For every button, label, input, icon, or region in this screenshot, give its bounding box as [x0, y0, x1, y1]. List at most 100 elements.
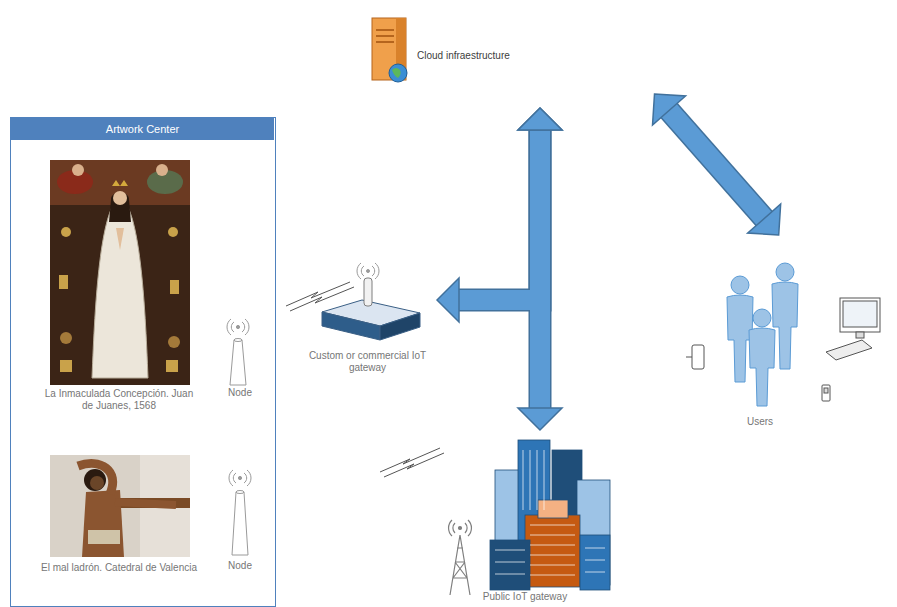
arrow-shaft	[530, 129, 550, 409]
router-icon-part	[357, 263, 379, 279]
sensor-node-icon-part	[234, 339, 242, 342]
antenna-tower	[449, 520, 472, 595]
arrow-head	[518, 108, 562, 130]
device-icons-part	[840, 298, 880, 332]
sensor-node-icon-part	[236, 491, 244, 494]
node-label: Custom or commercial IoT gateway	[300, 350, 435, 374]
city-buildings	[490, 440, 610, 590]
city-buildings-part-part	[544, 450, 545, 510]
painting-inmaculada-part	[72, 164, 84, 176]
painting-mal-ladron-part	[78, 464, 113, 494]
users-icon-part	[731, 276, 749, 294]
arrow-head	[748, 204, 781, 235]
device-icons-part	[692, 345, 704, 369]
painting-inmaculada-part	[168, 227, 178, 237]
sensor-node: Node	[216, 313, 266, 403]
city-buildings-part	[490, 540, 530, 590]
city-buildings-part-part	[523, 450, 524, 510]
painting-inmaculada-part	[168, 336, 180, 348]
arrow-shaft-outline	[529, 129, 552, 409]
sensor-node: Node	[216, 466, 266, 576]
painting-inmaculada-part	[60, 360, 72, 372]
city-buildings-part	[538, 500, 568, 518]
server-icon-part	[376, 29, 394, 31]
node-label: Node	[216, 560, 264, 572]
city-buildings-part-part	[585, 572, 605, 573]
painting-inmaculada-part	[50, 160, 190, 205]
users-icon-part	[772, 282, 798, 369]
painting-inmaculada-part	[170, 280, 179, 294]
city-buildings-part-part	[530, 450, 531, 510]
connector-group	[437, 94, 781, 430]
artwork-item: El mal ladrón. Catedral de Valencia	[39, 451, 201, 596]
server-icon-part	[376, 35, 394, 37]
node-label: La Inmaculada Concepción. Juan de Juanes…	[39, 388, 199, 412]
city-buildings-part-part	[530, 525, 575, 526]
painting-inmaculada-part	[59, 275, 68, 289]
server-icon-part	[389, 64, 407, 82]
users-icon-part	[753, 309, 771, 327]
city-buildings-part-part	[585, 548, 605, 549]
server-icon-part	[376, 41, 394, 43]
device-icons-part	[826, 340, 872, 360]
connector-group	[458, 110, 765, 409]
router-icon-part	[380, 313, 420, 340]
router-icon	[322, 263, 420, 340]
wireless-symbol	[286, 282, 444, 477]
arrow-shaft-outline	[668, 110, 764, 219]
public-gateway: Public IoT gateway	[430, 430, 622, 607]
iot-gateway: Custom or commercial IoT gateway	[300, 262, 437, 387]
device-icons-part	[856, 332, 864, 338]
painting-inmaculada-part	[112, 180, 128, 186]
sensor-node-icon-part	[229, 470, 251, 486]
city-buildings-part	[580, 535, 610, 590]
sensor-node-icon-part	[236, 325, 239, 328]
router-icon-part-part	[357, 263, 379, 279]
arrow-head	[437, 278, 459, 322]
painting-inmaculada-part	[61, 227, 71, 237]
wireless-symbol-part	[384, 453, 444, 477]
arrow-shaft	[668, 110, 764, 219]
node-label: Node	[216, 387, 264, 399]
arrow-shaft	[458, 129, 540, 300]
sensor-node-icon	[227, 319, 249, 385]
painting-inmaculada-part	[50, 160, 190, 385]
router-icon-part-part	[367, 270, 370, 273]
city-buildings-part-part	[585, 560, 605, 561]
artwork-item: La Inmaculada Concepción. Juan de Juanes…	[39, 156, 201, 431]
painting-inmaculada	[50, 160, 190, 385]
device-icons-part	[843, 301, 877, 327]
painting-inmaculada-part	[166, 360, 178, 372]
artwork-center-panel: Artwork Center La Inmaculada Concepción. …	[10, 117, 276, 607]
painting-inmaculada-part	[116, 228, 124, 250]
node-label: Artwork Center	[11, 118, 274, 140]
painting-mal-ladron-part	[50, 455, 190, 557]
city-buildings-part-part	[530, 535, 575, 536]
users-group: Users	[680, 235, 890, 435]
city-buildings-part-part	[530, 555, 575, 556]
painting-mal-ladron-part	[88, 530, 120, 544]
sensor-node-icon-part	[230, 340, 246, 385]
painting-mal-ladron-part	[84, 469, 106, 491]
antenna-tower-part	[449, 520, 472, 536]
arrow-head	[518, 108, 562, 130]
router-icon-part	[364, 278, 372, 306]
sensor-node-icon-part	[232, 492, 248, 555]
city-buildings-part	[495, 450, 605, 575]
device-icons-part	[822, 385, 830, 401]
node-label: Cloud infraestructure	[417, 50, 510, 62]
wireless-symbol-part	[380, 448, 440, 472]
city-buildings-part-part	[537, 450, 538, 510]
sensor-node-icon-part	[227, 319, 249, 335]
sensor-node-icon	[229, 470, 251, 555]
arrow-head	[653, 94, 686, 125]
antenna-tower-part	[450, 535, 470, 595]
users-icon	[727, 263, 798, 406]
sensor-node-icon-part	[238, 476, 241, 479]
city-buildings-part-part	[495, 574, 525, 575]
cloud-node: Cloud infraestructure	[245, 0, 700, 108]
city-buildings-part-part	[530, 575, 575, 576]
connector-group	[458, 110, 765, 409]
